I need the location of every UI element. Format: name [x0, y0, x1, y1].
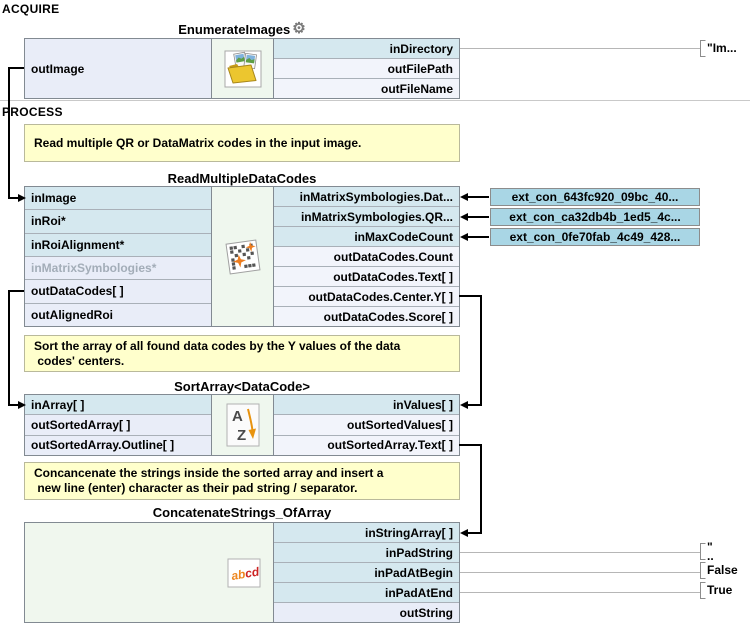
value-bracket-inpadatbegin	[701, 563, 706, 579]
port-in-roi[interactable]: inRoi*	[25, 210, 211, 233]
read-codes-icon-cell[interactable]	[211, 186, 274, 327]
in-pad-at-begin-value[interactable]: False	[707, 563, 738, 577]
in-pad-string-value[interactable]: "..	[707, 543, 714, 561]
abcd-icon: abcd	[227, 558, 261, 588]
arrowhead-instringarray	[460, 529, 468, 537]
port-out-file-name[interactable]: outFileName	[274, 79, 459, 98]
ext-connection-1[interactable]: ext_con_643fc920_09bc_40...	[490, 188, 700, 206]
arrowhead-invalues	[460, 401, 468, 409]
section-label-process: PROCESS	[2, 105, 63, 119]
svg-text:Z: Z	[237, 427, 246, 444]
connection-outdatacodes-to-inarray[interactable]	[9, 291, 24, 405]
port-out-sorted-array-outline[interactable]: outSortedArray.Outline[ ]	[25, 436, 211, 455]
block-title-concatenate-strings[interactable]: ConcatenateStrings_OfArray	[24, 505, 460, 520]
concatenate-strings-body[interactable]: abcd	[24, 522, 274, 623]
gear-icon[interactable]: ⚙	[292, 21, 305, 36]
in-pad-at-end-value[interactable]: True	[707, 583, 732, 597]
block-title-text: EnumerateImages	[178, 22, 290, 37]
sort-array-left-ports: inArray[ ] outSortedArray[ ] outSortedAr…	[24, 394, 212, 456]
port-in-matrix-symbologies-dat[interactable]: inMatrixSymbologies.Dat...	[274, 187, 459, 207]
comment-sort[interactable]: Sort the array of all found data codes b…	[24, 335, 460, 372]
value-bracket-indirectory	[701, 41, 706, 57]
port-in-string-array[interactable]: inStringArray[ ]	[274, 523, 459, 543]
value-bracket-inpadatend	[701, 583, 706, 599]
block-title-sort-array[interactable]: SortArray<DataCode>	[24, 379, 460, 394]
arrowhead-ext2	[460, 213, 468, 221]
section-divider	[0, 100, 750, 101]
read-codes-left-ports: inImage inRoi* inRoiAlignment* inMatrixS…	[24, 186, 212, 327]
port-out-image[interactable]: outImage	[25, 39, 211, 98]
block-title-text: ConcatenateStrings_OfArray	[153, 505, 331, 520]
arrowhead-ext1	[460, 193, 468, 201]
datamatrix-icon	[225, 239, 261, 275]
in-directory-value[interactable]: "Im...	[707, 41, 737, 55]
port-out-sorted-array[interactable]: outSortedArray[ ]	[25, 415, 211, 435]
port-in-pad-at-end[interactable]: inPadAtEnd	[274, 583, 459, 603]
block-title-read-multiple-data-codes[interactable]: ReadMultipleDataCodes	[24, 171, 460, 186]
block-title-text: SortArray<DataCode>	[174, 379, 310, 394]
sort-array-icon-cell[interactable]: A Z	[211, 394, 274, 456]
connection-text-to-instringarray[interactable]	[459, 445, 481, 533]
port-out-sorted-array-text[interactable]: outSortedArray.Text[ ]	[274, 436, 459, 455]
port-in-pad-at-begin[interactable]: inPadAtBegin	[274, 563, 459, 583]
port-in-matrix-symbologies-qr[interactable]: inMatrixSymbologies.QR...	[274, 207, 459, 227]
concatenate-strings-right-ports: inStringArray[ ] inPadString inPadAtBegi…	[273, 522, 460, 623]
port-in-image[interactable]: inImage	[25, 187, 211, 210]
enumerate-images-icon-cell[interactable]	[211, 38, 274, 99]
port-in-array[interactable]: inArray[ ]	[25, 395, 211, 415]
sort-array-right-ports: inValues[ ] outSortedValues[ ] outSorted…	[273, 394, 460, 456]
port-out-data-codes-center-y[interactable]: outDataCodes.Center.Y[ ]	[274, 287, 459, 307]
arrowhead-ext3	[460, 233, 468, 241]
read-codes-right-ports: inMatrixSymbologies.Dat... inMatrixSymbo…	[273, 186, 460, 327]
port-in-matrix-symbologies[interactable]: inMatrixSymbologies*	[25, 257, 211, 280]
port-in-directory[interactable]: inDirectory	[274, 39, 459, 59]
port-out-file-path[interactable]: outFilePath	[274, 59, 459, 79]
port-out-data-codes-count[interactable]: outDataCodes.Count	[274, 247, 459, 267]
port-in-values[interactable]: inValues[ ]	[274, 395, 459, 415]
svg-text:A: A	[232, 408, 243, 425]
port-out-aligned-roi[interactable]: outAlignedRoi	[25, 304, 211, 326]
connection-centery-to-invalues[interactable]	[459, 296, 481, 405]
comment-read-codes[interactable]: Read multiple QR or DataMatrix codes in …	[24, 124, 460, 162]
comment-concatenate[interactable]: Concancenate the strings inside the sort…	[24, 462, 460, 500]
port-in-roi-alignment[interactable]: inRoiAlignment*	[25, 234, 211, 257]
ext-connection-3[interactable]: ext_con_0fe70fab_4c49_428...	[490, 228, 700, 246]
port-in-pad-string[interactable]: inPadString	[274, 543, 459, 563]
block-title-enumerate-images[interactable]: EnumerateImages ⚙	[24, 22, 460, 37]
value-bracket-inpadstring	[701, 544, 706, 560]
port-out-data-codes-score[interactable]: outDataCodes.Score[ ]	[274, 307, 459, 326]
block-title-text: ReadMultipleDataCodes	[168, 171, 317, 186]
enumerate-images-left-ports: outImage	[24, 38, 212, 99]
connection-outimage-to-inimage[interactable]	[9, 68, 24, 198]
port-in-max-code-count[interactable]: inMaxCodeCount	[274, 227, 459, 247]
folder-images-icon	[224, 50, 262, 88]
sort-az-icon: A Z	[226, 403, 260, 447]
enumerate-images-right-ports: inDirectory outFilePath outFileName	[273, 38, 460, 99]
port-out-sorted-values[interactable]: outSortedValues[ ]	[274, 415, 459, 435]
port-out-data-codes-text[interactable]: outDataCodes.Text[ ]	[274, 267, 459, 287]
port-out-data-codes[interactable]: outDataCodes[ ]	[25, 280, 211, 303]
ext-connection-2[interactable]: ext_con_ca32db4b_1ed5_4c...	[490, 208, 700, 226]
port-out-string[interactable]: outString	[274, 603, 459, 622]
section-label-acquire: ACQUIRE	[2, 2, 59, 16]
